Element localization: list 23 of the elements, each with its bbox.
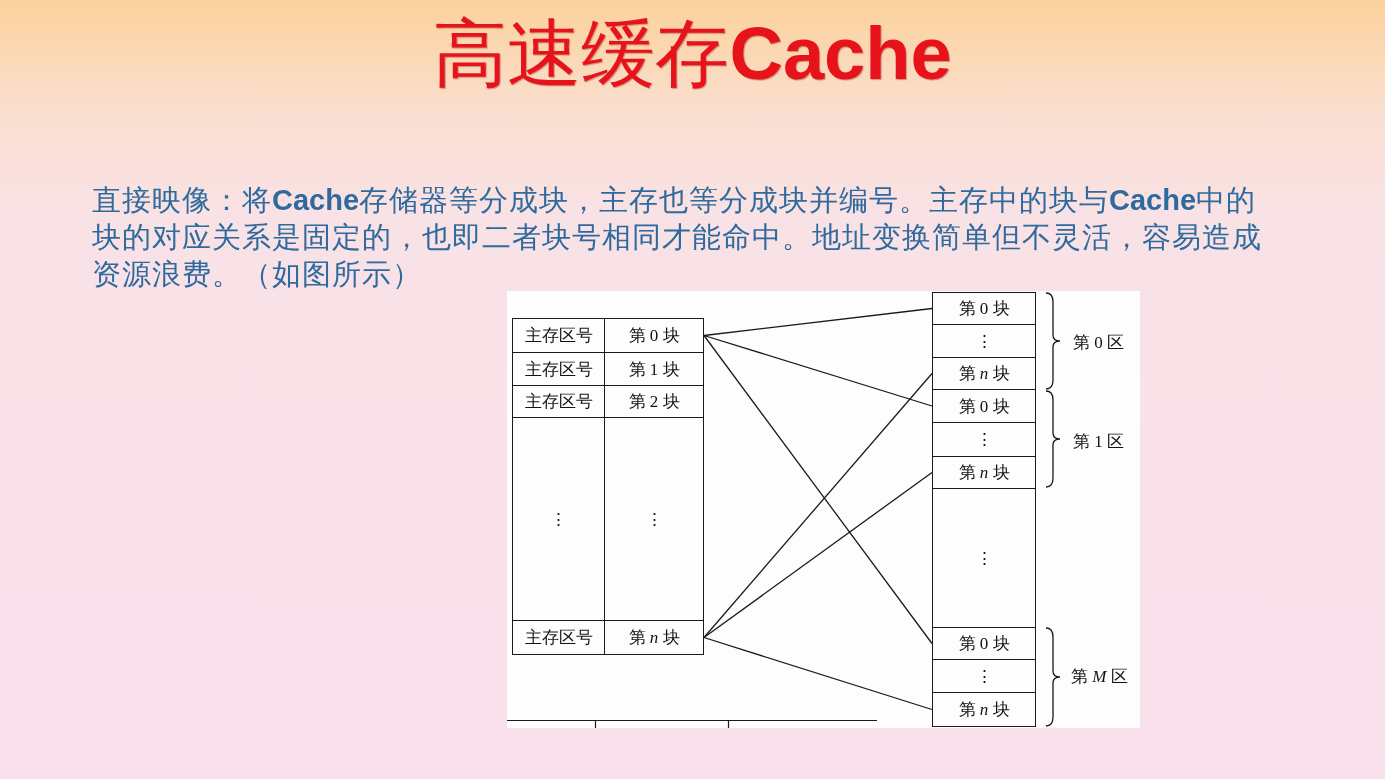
- region-label: 第 0 区: [1073, 332, 1124, 354]
- table-cell: 第 0 块: [604, 318, 704, 353]
- slide-title: 高速缓存Cache: [433, 11, 952, 97]
- memory-block-cell: ⋮: [932, 488, 1036, 628]
- memory-block-cell: ⋮: [932, 324, 1036, 358]
- description-text: 直接映像：将Cache存储器等分成块，主存也等分成块并编号。主存中的块与Cache中的块的对应关系是固定的，也即二者块号相同才能命中。地址变换简单但不灵活，容易造成资源浪费。（如图所示）: [92, 183, 1263, 292]
- memory-block-cell: 第 n 块: [932, 692, 1036, 727]
- mapping-line: [703, 471, 933, 639]
- mapping-line: [703, 307, 933, 337]
- region-label: 第 M 区: [1071, 666, 1128, 688]
- memory-block-cell: ⋮: [932, 659, 1036, 693]
- table-cell: 主存区号: [512, 620, 605, 655]
- mapping-line: [703, 334, 933, 407]
- memory-block-cell: 第 n 块: [932, 357, 1036, 390]
- memory-block-cell: ⋮: [932, 422, 1036, 457]
- mapping-line: [703, 636, 933, 711]
- memory-block-cell: 第 0 块: [932, 292, 1036, 325]
- memory-block-cell: 第 0 块: [932, 627, 1036, 660]
- table-cell: 第 n 块: [604, 620, 704, 655]
- region-label: 第 1 区: [1073, 431, 1124, 453]
- table-cell: 主存区号: [512, 318, 605, 353]
- memory-block-cell: 第 0 块: [932, 389, 1036, 423]
- memory-block-cell: 第 n 块: [932, 456, 1036, 489]
